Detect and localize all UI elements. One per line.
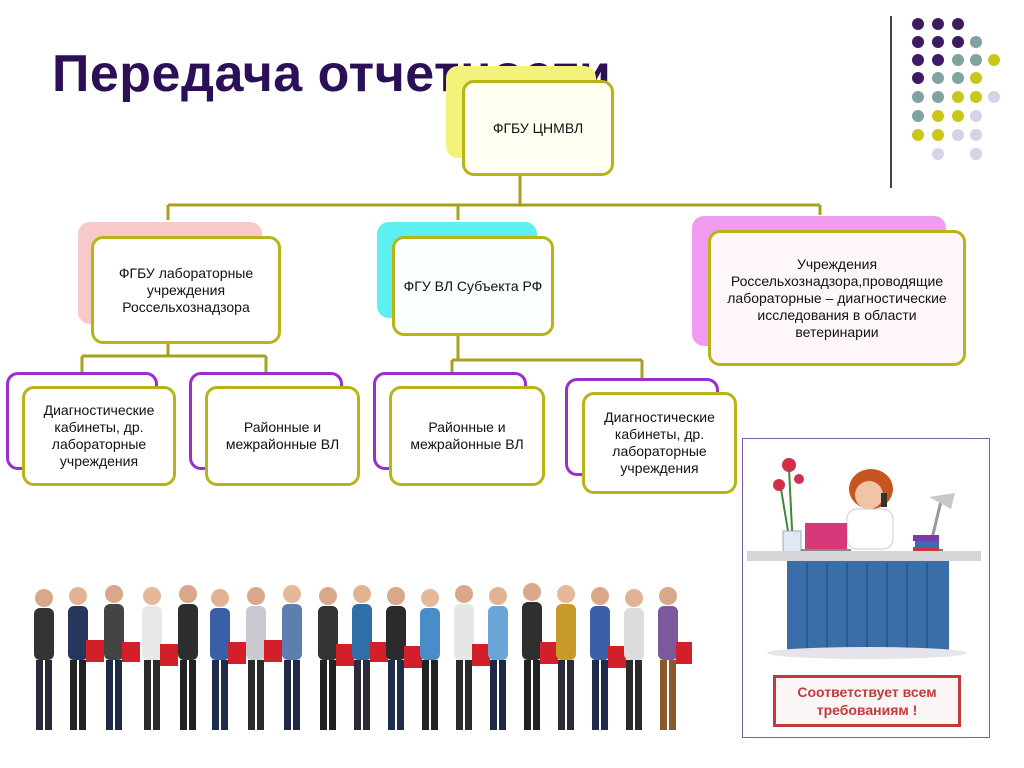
person-figure	[34, 589, 54, 730]
org-node-regional-vl: ФГУ ВЛ Субъекта РФ	[392, 236, 554, 336]
dots-teal	[912, 36, 982, 122]
receptionist-graphic	[846, 469, 894, 550]
queue-of-people-illustration	[34, 583, 692, 730]
person-figure	[522, 583, 558, 730]
person-figure	[318, 587, 354, 730]
org-node-district-vl-1: Районные и межрайонные ВЛ	[205, 386, 360, 486]
person-figure	[488, 587, 508, 730]
approval-stamp: Соответствует всем требованиям !	[773, 675, 961, 727]
desk-scene-graphic	[747, 458, 981, 659]
desk-top-graphic	[747, 551, 981, 561]
org-node-district-vl-2: Районные и межрайонные ВЛ	[389, 386, 545, 486]
flower-vase-graphic	[773, 458, 804, 554]
person-figure	[178, 585, 198, 730]
person-figure	[282, 585, 302, 730]
books-graphic	[913, 535, 939, 553]
decorative-divider-line	[890, 16, 892, 188]
desk-panel-stripes	[806, 563, 928, 649]
person-figure	[386, 587, 422, 730]
org-node-rsn-institutions: Учреждения Россельхознадзора,проводящие …	[708, 230, 966, 366]
reception-desk-illustration: Соответствует всем требованиям !	[742, 438, 990, 738]
org-node-diag-cabinets-1: Диагностические кабинеты, др. лабораторн…	[22, 386, 176, 486]
person-figure	[246, 587, 282, 730]
org-node-lab-institutions: ФГБУ лабораторные учреждения Россельхозн…	[91, 236, 281, 344]
person-figure	[210, 589, 246, 730]
org-node-root-label: ФГБУ ЦНМВЛ	[492, 119, 584, 136]
org-node-diag-cabinets-2: Диагностические кабинеты, др. лабораторн…	[582, 392, 737, 494]
laptop-graphic	[801, 523, 851, 553]
person-figure	[556, 585, 576, 730]
person-figure	[624, 589, 644, 730]
org-node-district-vl-1-label: Районные и межрайонные ВЛ	[225, 419, 340, 452]
dots-yellow	[912, 54, 1000, 141]
person-figure	[104, 585, 140, 730]
org-node-lab-institutions-label: ФГБУ лабораторные учреждения Россельхозн…	[118, 264, 254, 315]
org-node-regional-vl-label: ФГУ ВЛ Субъекта РФ	[403, 277, 543, 294]
org-node-diag-cabinets-2-label: Диагностические кабинеты, др. лабораторн…	[604, 409, 715, 476]
org-node-root: ФГБУ ЦНМВЛ	[462, 80, 614, 176]
dots-lavender	[932, 91, 1000, 160]
person-figure	[454, 585, 490, 730]
person-figure	[590, 587, 626, 730]
org-node-rsn-institutions-label: Учреждения Россельхознадзора,проводящие …	[727, 255, 947, 340]
dots-purple	[912, 18, 964, 84]
person-figure	[658, 587, 692, 730]
person-figure	[142, 587, 178, 730]
person-figure	[68, 587, 104, 730]
person-figure	[352, 585, 388, 730]
person-figure	[420, 589, 440, 730]
org-node-district-vl-2-label: Районные и межрайонные ВЛ	[410, 419, 524, 452]
org-node-diag-cabinets-1-label: Диагностические кабинеты, др. лабораторн…	[43, 402, 155, 469]
